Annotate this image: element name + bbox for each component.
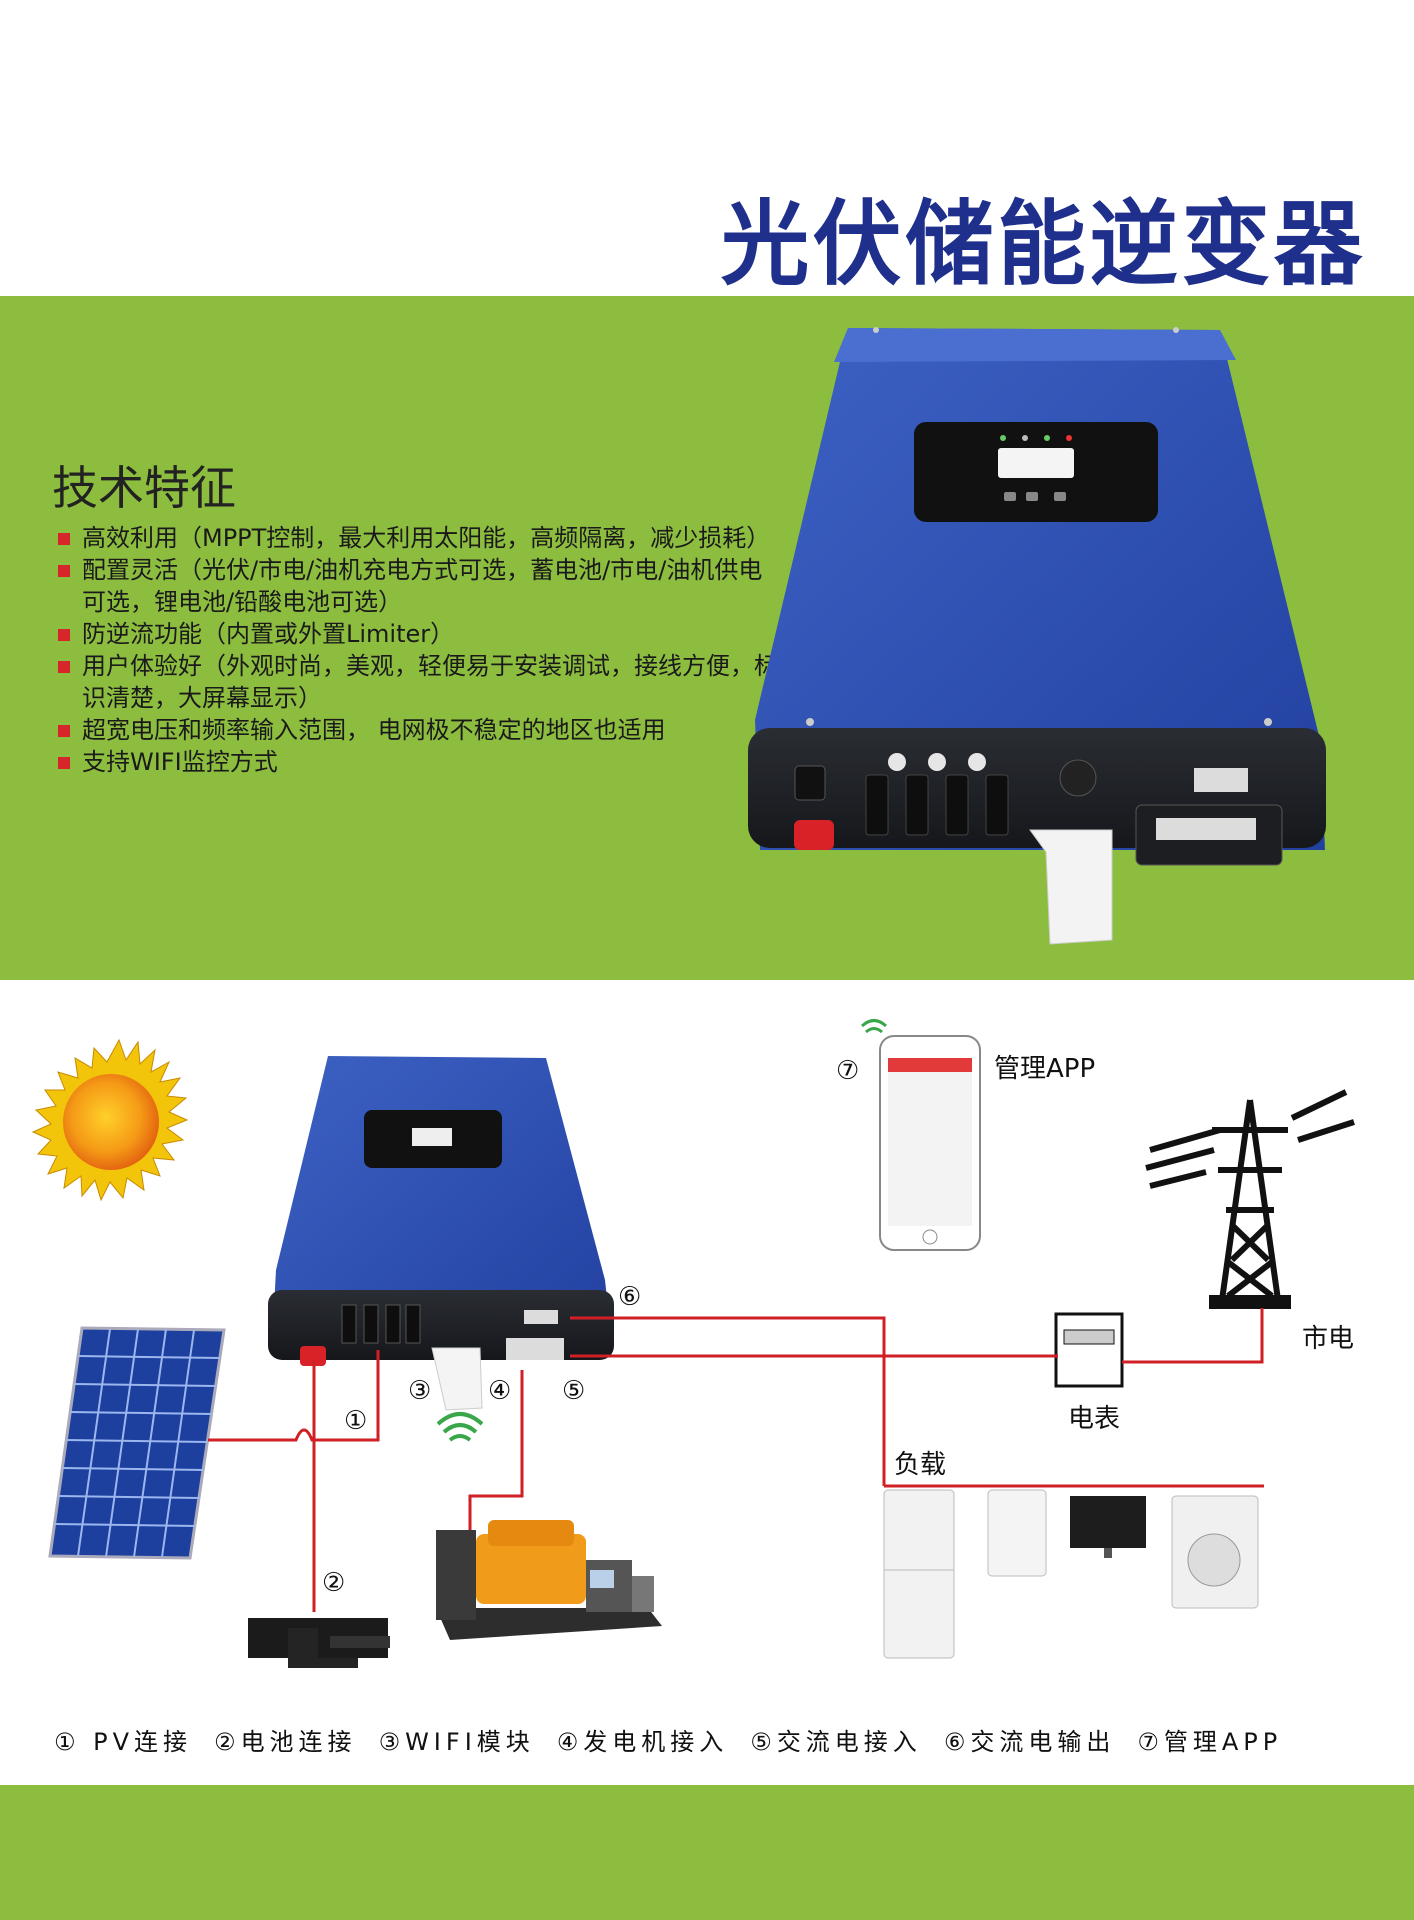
marker-2: ② <box>322 1568 346 1598</box>
battery-icon <box>248 1618 390 1668</box>
appliances-image <box>883 1489 1259 1659</box>
legend-item: ⑥交流电输出 <box>943 1728 1116 1756</box>
marker-6: ⑥ <box>618 1282 642 1312</box>
page-title: 光伏储能逆变器 <box>720 191 1366 298</box>
wifi-icon <box>436 1412 484 1442</box>
legend-item: ⑤交流电接入 <box>750 1728 922 1756</box>
features-list: 高效利用（MPPT控制，最大利用太阳能，高频隔离，减少损耗） 配置灵活（光伏/市… <box>56 522 786 778</box>
sun-icon <box>31 1038 189 1202</box>
marker-7: ⑦ <box>836 1056 860 1086</box>
legend-item: ②电池连接 <box>214 1728 357 1756</box>
legend-item: ④发电机接入 <box>556 1728 729 1756</box>
feature-item: 防逆流功能（内置或外置Limiter） <box>56 618 786 650</box>
grid-label: 市电 <box>1302 1324 1355 1354</box>
feature-item: 支持WIFI监控方式 <box>56 746 786 778</box>
features-heading: 技术特征 <box>52 461 236 515</box>
feature-item: 超宽电压和频率输入范围， 电网极不稳定的地区也适用 <box>56 714 786 746</box>
generator-image <box>436 1520 662 1640</box>
footer-band <box>0 1785 1414 1920</box>
load-label: 负载 <box>894 1450 947 1480</box>
feature-item: 用户体验好（外观时尚，美观，轻便易于安装调试，接线方便，标识清楚，大屏幕显示） <box>56 650 786 714</box>
wifi-icon <box>860 1019 888 1034</box>
marker-5: ⑤ <box>562 1376 586 1406</box>
feature-item: 配置灵活（光伏/市电/油机充电方式可选，蓄电池/市电/油机供电可选，锂电池/铅酸… <box>56 554 786 618</box>
meter-label: 电表 <box>1068 1404 1121 1434</box>
legend-item: ③WIFI模块 <box>378 1728 535 1756</box>
power-pylon-icon <box>1145 1089 1355 1309</box>
marker-4: ④ <box>488 1376 512 1406</box>
solar-panel-image <box>48 1326 226 1560</box>
legend-item: ① PV连接 <box>54 1728 193 1756</box>
marker-3: ③ <box>408 1376 432 1406</box>
electric-meter-icon <box>1054 1312 1124 1388</box>
phone-app-image <box>860 1019 981 1251</box>
wiring-lines <box>208 1308 1264 1612</box>
marker-1: ① <box>344 1406 368 1436</box>
app-label: 管理APP <box>994 1054 1096 1084</box>
diagram-legend: ① PV连接 ②电池连接 ③WIFI模块 ④发电机接入 ⑤交流电接入 ⑥交流电输… <box>54 1722 1374 1757</box>
legend-item: ⑦管理APP <box>1137 1728 1283 1756</box>
feature-item: 高效利用（MPPT控制，最大利用太阳能，高频隔离，减少损耗） <box>56 522 786 554</box>
diagram-inverter <box>268 1056 614 1411</box>
